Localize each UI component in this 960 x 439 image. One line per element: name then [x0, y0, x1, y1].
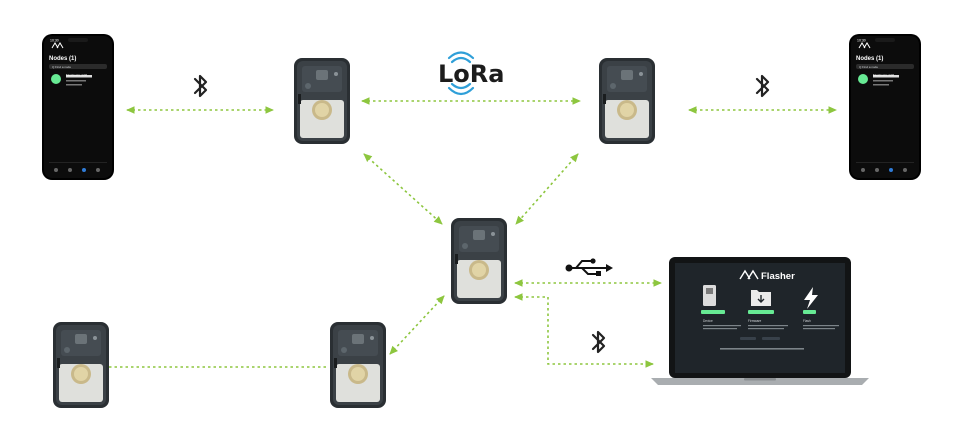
phone-left-node-name: Meshtastic 4c9f — [66, 73, 87, 77]
flasher-logo-icon — [739, 269, 759, 280]
phone-left: 10:30 Nodes (1) Q Find a node Meshtastic… — [41, 33, 115, 181]
laptop-screen — [675, 263, 845, 373]
laptop: Flasher Device Firmware Flash — [651, 257, 869, 385]
flasher-card-firmware: Firmware — [740, 290, 788, 340]
device-node-top-left — [294, 58, 350, 144]
flasher-title: Flasher — [761, 271, 795, 282]
lora-signal-icon — [447, 82, 475, 96]
lightning-icon — [804, 287, 818, 309]
link-center-to-node-bm — [389, 295, 445, 355]
phone-left-search: Q Find a node — [52, 65, 71, 69]
connection-links — [109, 97, 837, 368]
device-node-bottom-left — [53, 322, 109, 408]
flasher-card-device: Device — [701, 285, 741, 330]
laptop-base — [651, 378, 869, 385]
link-center-to-laptop-bluetooth — [514, 293, 654, 368]
flasher-card-flash: Flash — [803, 287, 839, 330]
bluetooth-icon — [193, 74, 208, 98]
phone-right-title: Nodes (1) — [856, 56, 883, 62]
flasher-card-device-label: Device — [703, 319, 713, 323]
flasher-card-flash-label: Flash — [803, 319, 811, 323]
phone-left-time: 10:30 — [50, 39, 59, 43]
bluetooth-icon — [591, 330, 606, 354]
device-node-center — [451, 218, 507, 304]
lora-signal-icon-top — [447, 51, 475, 64]
device-node-bottom-middle — [330, 322, 386, 408]
phone-right: 10:30 Nodes (1) Q Find a node Meshtastic… — [848, 33, 922, 181]
flasher-card-firmware-label: Firmware — [748, 319, 762, 323]
phone-right-search: Q Find a node — [859, 65, 878, 69]
link-node-tr-to-center — [515, 153, 579, 225]
phone-left-title: Nodes (1) — [49, 56, 76, 62]
phone-right-node-name: Meshtastic 4c9f — [873, 73, 894, 77]
link-node-tl-to-center — [363, 153, 443, 225]
device-node-top-right — [599, 58, 655, 144]
flasher-footer-text — [720, 348, 804, 350]
lora-logo: LoRa — [438, 51, 504, 96]
phone-right-time: 10:30 — [857, 39, 866, 43]
bluetooth-icon — [755, 74, 770, 98]
usb-icon — [565, 258, 613, 276]
lora-label: LoRa — [438, 60, 504, 88]
